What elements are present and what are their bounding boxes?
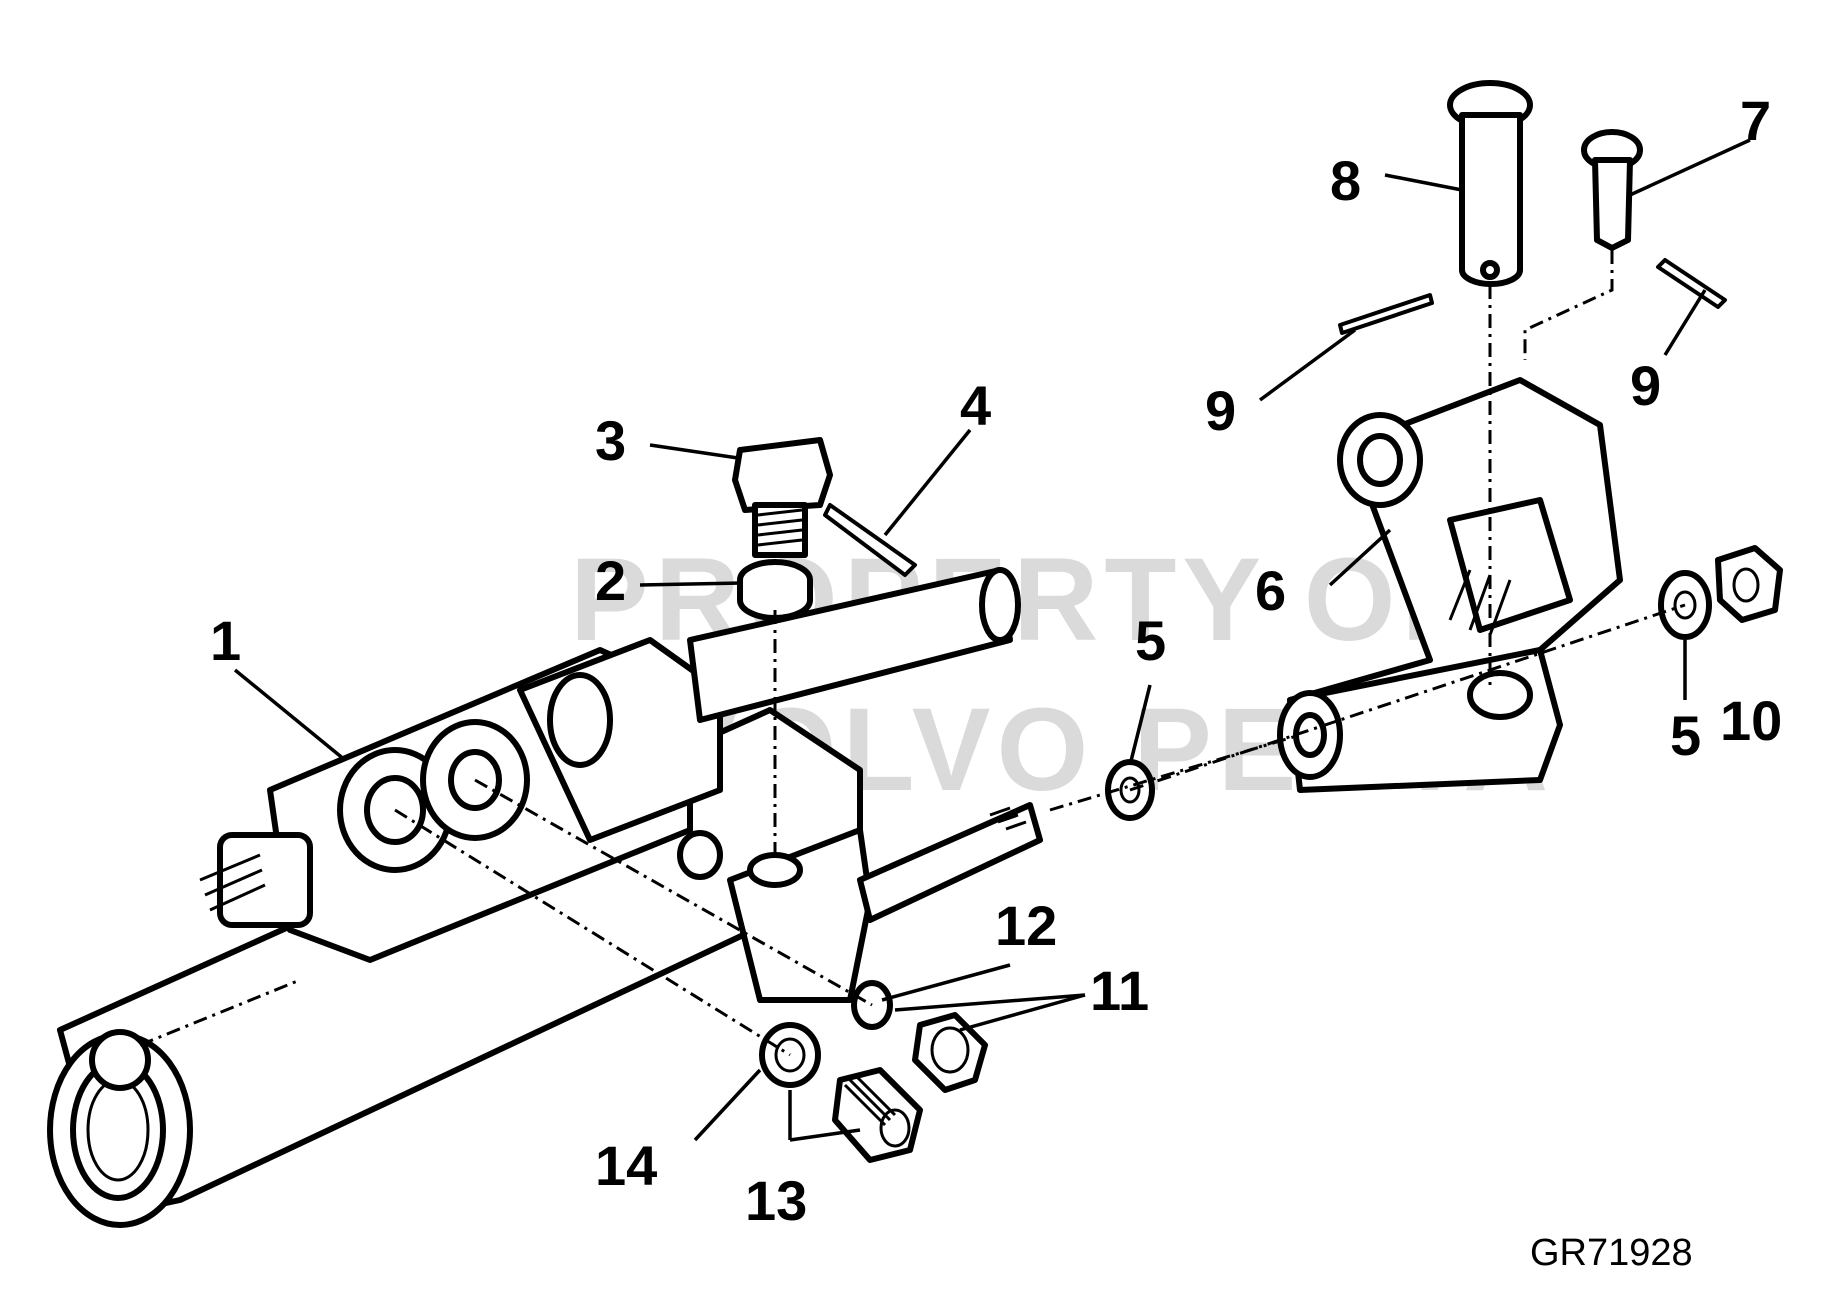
part-6-bracket	[1277, 377, 1623, 793]
part-9-cotter-pin-left	[1338, 293, 1434, 335]
part-9-cotter-pin-right	[1656, 258, 1727, 309]
callout-13: 13	[745, 1169, 807, 1232]
callout-6: 6	[1255, 559, 1286, 622]
callout-11: 11	[1090, 959, 1149, 1022]
leader-lines	[233, 138, 1751, 1142]
part-10-nut	[1715, 545, 1783, 623]
part-1-cylinder-housing	[47, 567, 1043, 1228]
part-11-bolt	[912, 1012, 988, 1093]
callout-14: 14	[595, 1134, 657, 1197]
callout-1: 1	[210, 609, 241, 672]
callout-10: 10	[1720, 689, 1782, 752]
part-2-washer	[737, 559, 813, 621]
callout-8: 8	[1330, 149, 1361, 212]
callout-9-right: 9	[1630, 354, 1661, 417]
callout-5-left: 5	[1135, 609, 1166, 672]
figure-id: GR71928	[1530, 1232, 1693, 1274]
callout-12: 12	[995, 894, 1057, 957]
assembly-lines	[139, 250, 1686, 1057]
part-7-pin	[1581, 129, 1643, 251]
callout-2: 2	[595, 549, 626, 612]
callout-9-left: 9	[1205, 379, 1236, 442]
part-13-fitting	[832, 1067, 923, 1163]
part-4-cotter-pin	[823, 503, 917, 577]
part-3-bolt	[732, 437, 833, 558]
callout-5-right: 5	[1670, 704, 1701, 767]
callout-labels: 1 2 3 4 5 5 6 7 8 9 9 10 11 12 13 14	[210, 89, 1782, 1232]
callout-3: 3	[595, 409, 626, 472]
callout-4: 4	[960, 374, 991, 437]
callout-7: 7	[1740, 89, 1771, 152]
part-8-pin	[1447, 80, 1533, 287]
